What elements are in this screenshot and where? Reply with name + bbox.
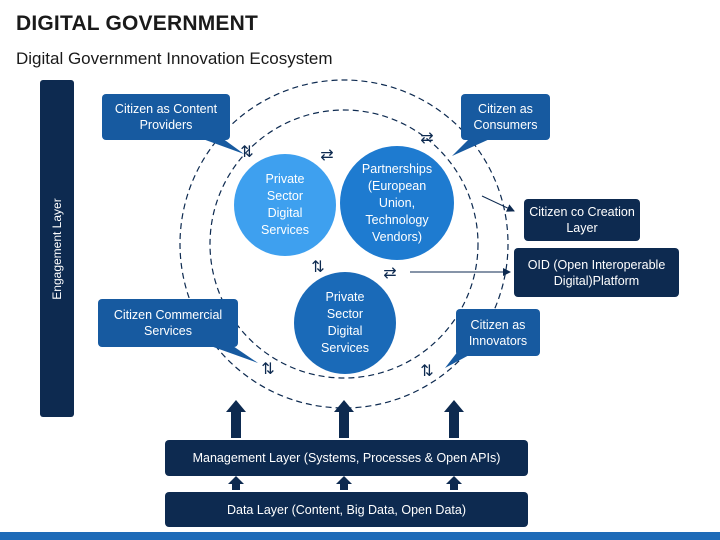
callout-content-providers: Citizen as Content Providers	[102, 94, 230, 140]
cycle-arrows-icon: ⇅	[261, 359, 274, 378]
private-sector-circle-bottom: Private Sector Digital Services	[294, 272, 396, 374]
inner-dashed-ring	[209, 109, 479, 379]
cycle-arrows-icon: ⇅	[420, 361, 433, 380]
upward-arrow-right	[444, 400, 464, 438]
small-up-arrow-center	[336, 476, 352, 490]
co-creation-connector	[481, 195, 515, 212]
callout-tail-content-providers	[200, 138, 244, 154]
oid-platform-box: OID (Open Interoperable Digital)Platform	[514, 248, 679, 297]
callout-tail-commercial	[205, 344, 258, 363]
small-up-arrow-left	[228, 476, 244, 490]
management-layer-box: Management Layer (Systems, Processes & O…	[165, 440, 528, 476]
bottom-accent-line	[0, 532, 720, 540]
data-layer-box: Data Layer (Content, Big Data, Open Data…	[165, 492, 528, 527]
small-up-arrow-right	[446, 476, 462, 490]
private-sector-circle-top: Private Sector Digital Services	[234, 154, 336, 256]
upward-arrow-left	[226, 400, 246, 438]
upward-arrows-bottom	[228, 476, 462, 490]
engagement-layer-bar: Engagement Layer	[40, 80, 74, 417]
cycle-arrows-icon: ⇅	[311, 257, 324, 276]
callout-tail-consumers	[452, 138, 492, 156]
upward-arrow-center	[334, 400, 354, 438]
outer-dashed-ring	[179, 79, 509, 409]
upward-arrows-top	[226, 400, 464, 438]
cycle-arrows-icon: ⇄	[420, 128, 433, 147]
callout-innovators: Citizen as Innovators	[456, 309, 540, 356]
cycle-arrows-icon: ⇄	[320, 145, 333, 164]
callout-consumers: Citizen as Consumers	[461, 94, 550, 140]
cycle-arrows-icon: ⇄	[383, 263, 396, 282]
co-creation-box: Citizen co Creation Layer	[524, 199, 640, 241]
partnerships-circle: Partnerships (European Union, Technology…	[340, 146, 454, 260]
page-subtitle: Digital Government Innovation Ecosystem	[16, 49, 333, 68]
callout-commercial: Citizen Commercial Services	[98, 299, 238, 347]
page-title: DIGITAL GOVERNMENT	[16, 12, 258, 35]
cycle-arrows-icon: ⇅	[240, 142, 253, 161]
